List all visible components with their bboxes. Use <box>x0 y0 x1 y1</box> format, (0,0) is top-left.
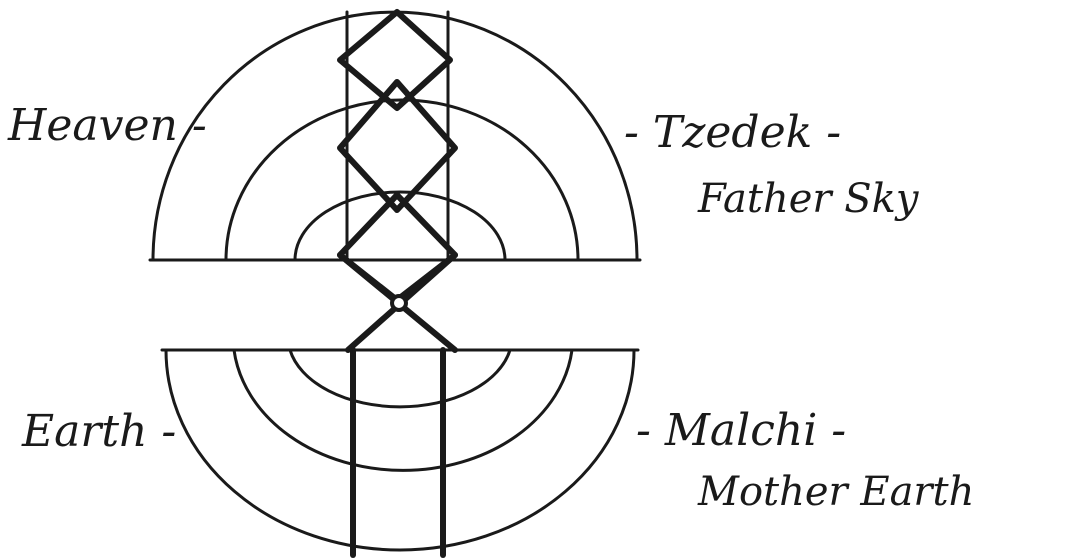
diamond-1 <box>340 12 450 108</box>
label-earth: Earth - <box>21 406 176 457</box>
heaven-middle-arc <box>226 100 578 260</box>
earth-bowl <box>162 350 638 550</box>
earth-middle-arc <box>234 350 572 470</box>
heaven-outer-arc <box>153 12 637 260</box>
label-malchi: - Malchi - <box>636 405 846 456</box>
labels: Heaven - - Tzedek - Father Sky Earth - -… <box>7 100 974 515</box>
label-tzedek: - Tzedek - <box>624 107 841 158</box>
label-father-sky: Father Sky <box>697 176 920 222</box>
label-heaven: Heaven - <box>7 100 207 151</box>
diamond-chain <box>340 12 455 350</box>
heaven-dome <box>150 12 640 260</box>
label-mother-earth: Mother Earth <box>697 469 974 515</box>
earth-inner-arc <box>290 350 510 407</box>
center-point <box>392 296 406 310</box>
central-pillar <box>347 12 448 555</box>
